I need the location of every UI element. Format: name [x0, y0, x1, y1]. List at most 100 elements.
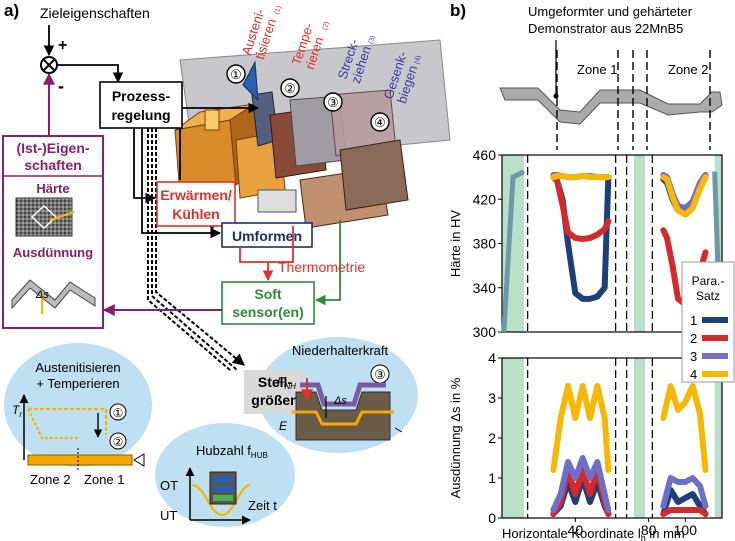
hv-label: HV — [74, 209, 91, 221]
bubble-mid-ut: UT — [160, 508, 177, 523]
bubble-right-support — [394, 427, 403, 433]
minus-sign: - — [58, 76, 64, 96]
zone2-label: Zone 2 — [668, 62, 708, 77]
svg-text:(1): (1) — [273, 5, 282, 15]
thinning-series-2-segment-1 — [660, 507, 709, 517]
legend-title1: Para.- — [692, 274, 725, 288]
zone1-label: Zone 1 — [577, 62, 617, 77]
hardness-series-4-segment-1 — [660, 174, 709, 218]
machine-to-sensor-arrow — [314, 270, 341, 306]
bubble-right-sheet — [292, 410, 394, 426]
bubble-mid-title: Hubzahl fHUB — [196, 443, 268, 460]
thinning-xtick-label-1: 80 — [641, 522, 657, 538]
heat-cool-line1: Erwärmen/ — [160, 187, 232, 203]
thinning-ylabel: Ausdünnung Δs in % — [448, 377, 463, 498]
stell-line2: größen — [251, 392, 298, 408]
hardness-ytick-label-0: 300 — [473, 324, 497, 340]
step-4-label: Gesenk- biegen (4) — [381, 50, 423, 106]
legend-label-3: 3 — [690, 349, 697, 364]
step-2-number: ② — [284, 81, 296, 96]
soft-sensor-line1: Soft — [254, 286, 282, 302]
bubble-right-e: E — [279, 419, 288, 433]
thermometry-label: Thermometrie — [278, 259, 365, 275]
thinning-series-4-segment-1 — [660, 383, 709, 473]
actual-properties-line1: (Ist-)Eigen- — [16, 140, 89, 156]
bubble-left-support — [133, 453, 145, 467]
summing-junction-cross — [42, 58, 56, 72]
control-box — [99, 81, 183, 129]
thinning-xtick-label-2: 100 — [674, 522, 698, 538]
bubble-left-blank — [27, 454, 133, 466]
bubble-mid-press-bar2 — [213, 486, 233, 492]
bubble-left-step2-num: ② — [113, 435, 124, 449]
hardness-band-mid — [634, 155, 645, 332]
thinning-ds: Δs — [35, 289, 49, 301]
bubble-mid-stroke-curve — [191, 483, 251, 517]
demonstrator-line2: Demonstrator aus 22MnB5 — [528, 21, 683, 36]
thinning-label: Ausdünnung — [13, 245, 93, 260]
bubble-left-zone1: Zone 1 — [84, 472, 124, 487]
bubble-left-curve-zone2 — [27, 408, 80, 440]
legend-label-4: 4 — [690, 367, 697, 382]
step-2: ② — [280, 78, 300, 98]
legend-label-1: 1 — [690, 313, 697, 328]
bubble-right-title: Niederhalterkraft — [292, 343, 388, 358]
bubble-left-zone2: Zone 2 — [30, 472, 70, 487]
hardness-pointer — [49, 211, 75, 221]
step-1-number: ① — [230, 67, 242, 82]
thinning-ytick-label-0: 0 — [488, 510, 496, 526]
forming-box-label: Umformen — [232, 228, 302, 244]
plus-sign: + — [58, 37, 67, 54]
bubble-mid-ot: OT — [160, 478, 178, 493]
step-4-number: ④ — [374, 115, 386, 130]
thinning-series-3-segment-0 — [550, 455, 612, 513]
hardness-ytick-label-1: 340 — [473, 280, 497, 296]
heat-cool-line2: Kühlen — [172, 206, 219, 222]
panel-a-label: a) — [4, 1, 19, 20]
bubble-mid-press-bar1 — [213, 476, 233, 482]
thinning-series-4-segment-0 — [550, 383, 612, 473]
bubble-left-tr: Tr — [12, 403, 22, 419]
x-axis-label: Horizontale Koordinate lh in mm — [502, 526, 685, 541]
thermometry-line — [239, 226, 294, 263]
bubble-left-step1 — [109, 403, 127, 421]
thinning-xtick-label-0: 40 — [568, 522, 584, 538]
thinning-ytick-label-2: 2 — [488, 430, 496, 446]
hardness-label: Härte — [36, 181, 69, 196]
soft-sensor-box — [221, 281, 315, 325]
thinning-chart: 0 1 2 3 4 40 80 100 Ausdünnung Δs in % — [448, 350, 723, 538]
bubble-mid-time: Zeit t — [248, 498, 277, 513]
actual-properties-line2: schaften — [24, 157, 82, 173]
hardness-edge-curve — [501, 169, 526, 333]
thinning-ytick-label-3: 3 — [488, 390, 496, 406]
step-1: ① — [226, 64, 246, 84]
control-box-line1: Prozess- — [112, 88, 171, 104]
target-properties-label: Zieleigenschaften — [40, 5, 150, 21]
bubble-right-holder — [300, 382, 386, 407]
control-to-stell-dashed-2 — [151, 128, 238, 371]
step-3-number: ③ — [327, 95, 339, 110]
step-2-label: Tempe- rieren (2) — [289, 21, 331, 72]
bubble-left-line1: Austenitisieren — [35, 360, 120, 375]
svg-text:(3): (3) — [368, 35, 377, 45]
hardness-series-4-segment-0 — [550, 173, 612, 181]
thinning-series-3-segment-1 — [660, 475, 709, 509]
legend-title2: Satz — [696, 289, 720, 303]
process-machine-illustration — [174, 39, 451, 229]
bubble-right-step-num: ③ — [374, 367, 386, 382]
bubble-right-fn: FNH — [277, 375, 296, 391]
bubble-left-step1-num: ① — [113, 406, 124, 420]
heat-cool-box — [156, 181, 236, 227]
junction-to-control-arrow — [57, 64, 124, 84]
svg-text:(4): (4) — [414, 55, 423, 65]
hardness-series-2-segment-0 — [550, 174, 612, 243]
soft-sensor-line2: sensor(en) — [232, 304, 304, 320]
hardness-ytick-label-2: 380 — [473, 236, 497, 252]
thinning-ytick-label-1: 1 — [488, 470, 496, 486]
demonstrator-pointer-dot — [553, 93, 559, 99]
bubble-left-line2: + Temperieren — [36, 376, 119, 391]
control-to-form-arrow — [141, 128, 222, 239]
